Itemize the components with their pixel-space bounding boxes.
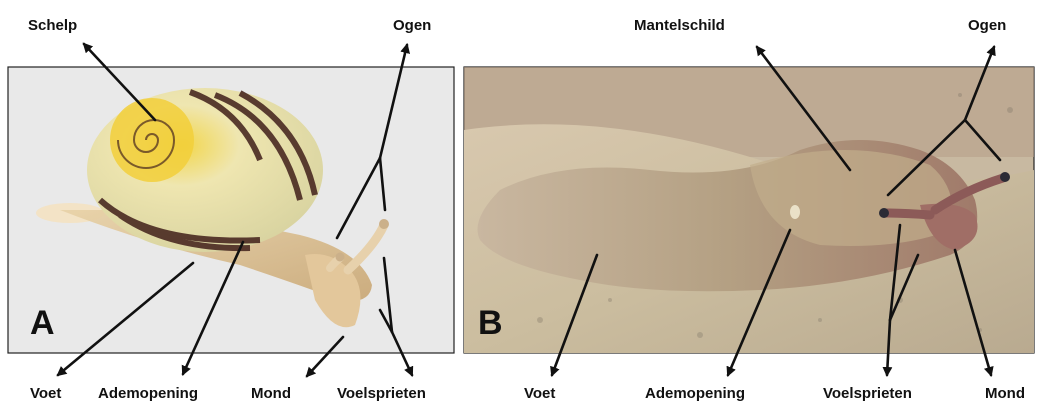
panel-a-letter: A xyxy=(30,304,55,342)
label-foot-a: Voet xyxy=(30,385,61,402)
label-breathing-pore-a: Ademopening xyxy=(98,385,198,402)
label-breathing-pore-b: Ademopening xyxy=(645,385,745,402)
slug-photo xyxy=(464,67,1034,353)
label-shell: Schelp xyxy=(28,17,77,34)
label-foot-b: Voet xyxy=(524,385,555,402)
panel-b-letter: B xyxy=(478,304,503,342)
label-tentacles-b: Voelsprieten xyxy=(823,385,912,402)
label-eyes-a: Ogen xyxy=(393,17,431,34)
label-tentacles-a: Voelsprieten xyxy=(337,385,426,402)
panel-b: B Mantelschild Ogen Voet Ademopening Voe… xyxy=(464,17,1034,402)
label-mouth-b: Mond xyxy=(985,385,1025,402)
label-mantle: Mantelschild xyxy=(634,17,725,34)
label-eyes-b: Ogen xyxy=(968,17,1006,34)
snail-photo xyxy=(8,67,454,353)
panel-a: A Schelp Ogen Voet Ademopening Mond Voel… xyxy=(8,17,454,402)
label-mouth-a: Mond xyxy=(251,385,291,402)
